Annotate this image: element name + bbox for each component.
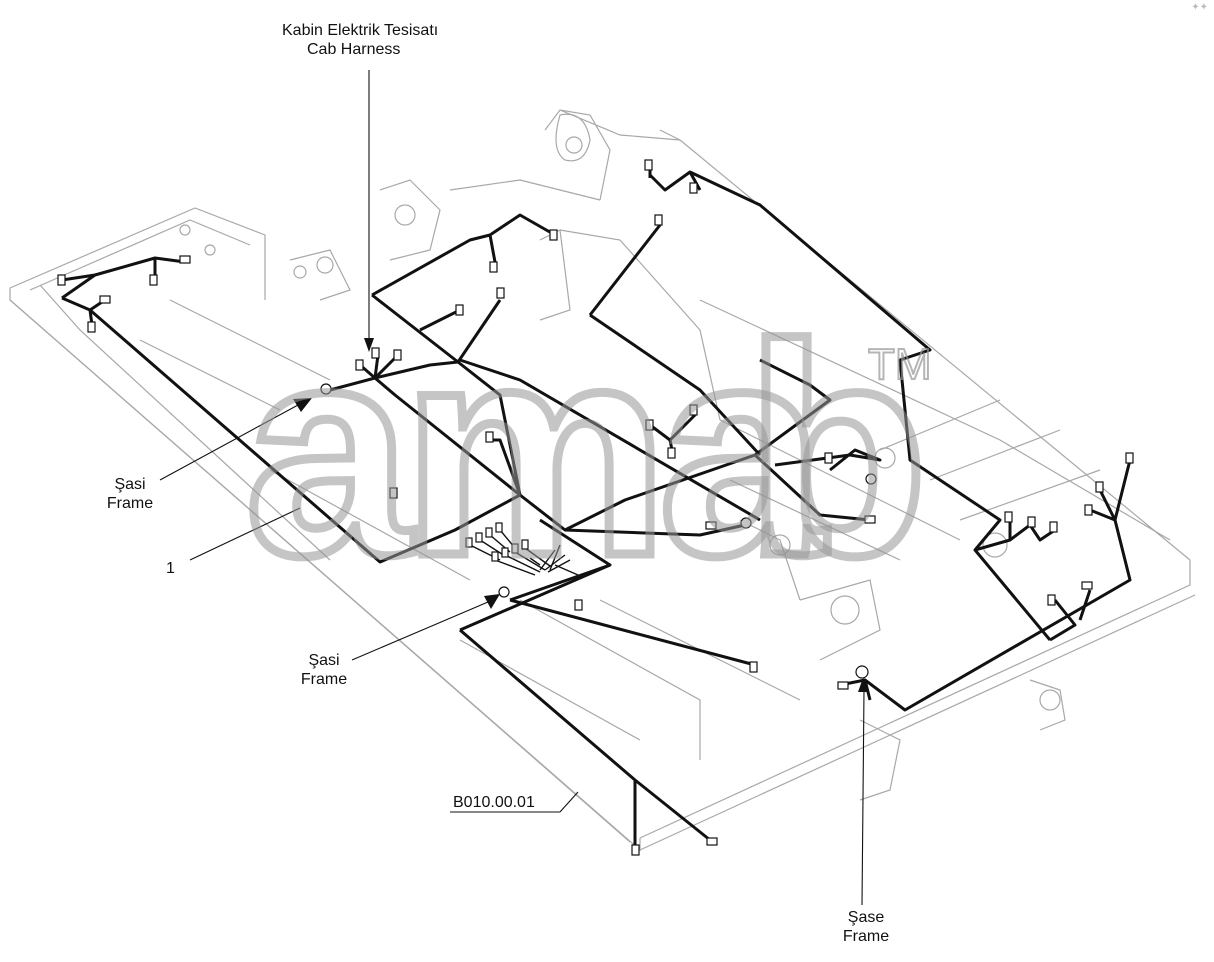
- connectors: [57, 159, 1134, 856]
- callout-item-number-text: 1: [166, 560, 175, 577]
- callout-frame-bottom-line1: Şase: [847, 909, 885, 926]
- callout-frame-center: Şasi Frame: [296, 651, 352, 689]
- watermark-text: ama: [240, 282, 829, 618]
- arrowhead-frame-bottom: [858, 678, 868, 692]
- harness-cab-main: [371, 233, 497, 297]
- harness-left-upper: [61, 256, 186, 300]
- callout-frame-left-line2: Frame: [106, 495, 154, 512]
- callout-frame-center-line1: Şasi: [308, 652, 340, 669]
- leader-frame-center: [351, 601, 489, 661]
- callout-item-number: 1: [166, 559, 175, 578]
- leader-lines: [159, 70, 865, 906]
- callout-frame-bottom: Şase Frame: [836, 908, 896, 946]
- watermark-trademark: TM: [867, 339, 933, 390]
- arrowhead-frame-center: [484, 594, 500, 609]
- leader-item-1: [189, 507, 301, 561]
- leader-frame-bottom: [861, 689, 865, 906]
- leader-frame-left: [159, 404, 299, 481]
- reference-code: B010.00.01: [453, 794, 535, 812]
- harness-left-loop: [61, 296, 522, 564]
- sparkle-icon: ✦✦: [1191, 2, 1208, 13]
- leader-arrowheads: [293, 338, 868, 692]
- harness-wiring: [61, 165, 1132, 845]
- callout-cab-harness-line2: Cab Harness: [307, 41, 401, 58]
- harness-right-top: [588, 224, 662, 316]
- arrowhead-frame-left: [293, 398, 312, 412]
- arrowhead-cab-harness: [364, 338, 374, 352]
- watermark-tail: b: [740, 282, 932, 618]
- chassis-frame: [9, 109, 1196, 852]
- callout-frame-center-line2: Frame: [300, 671, 348, 688]
- callout-cab-harness: Kabin Elektrik Tesisatı Cab Harness: [282, 21, 438, 59]
- callout-frame-left-line1: Şasi: [114, 476, 146, 493]
- leader-reference: [559, 791, 579, 813]
- callout-frame-left: Şasi Frame: [102, 475, 158, 513]
- callout-cab-harness-line1: Kabin Elektrik Tesisatı: [282, 22, 439, 39]
- reference-code-text: B010.00.01: [453, 794, 535, 811]
- callout-frame-bottom-line2: Frame: [842, 928, 890, 945]
